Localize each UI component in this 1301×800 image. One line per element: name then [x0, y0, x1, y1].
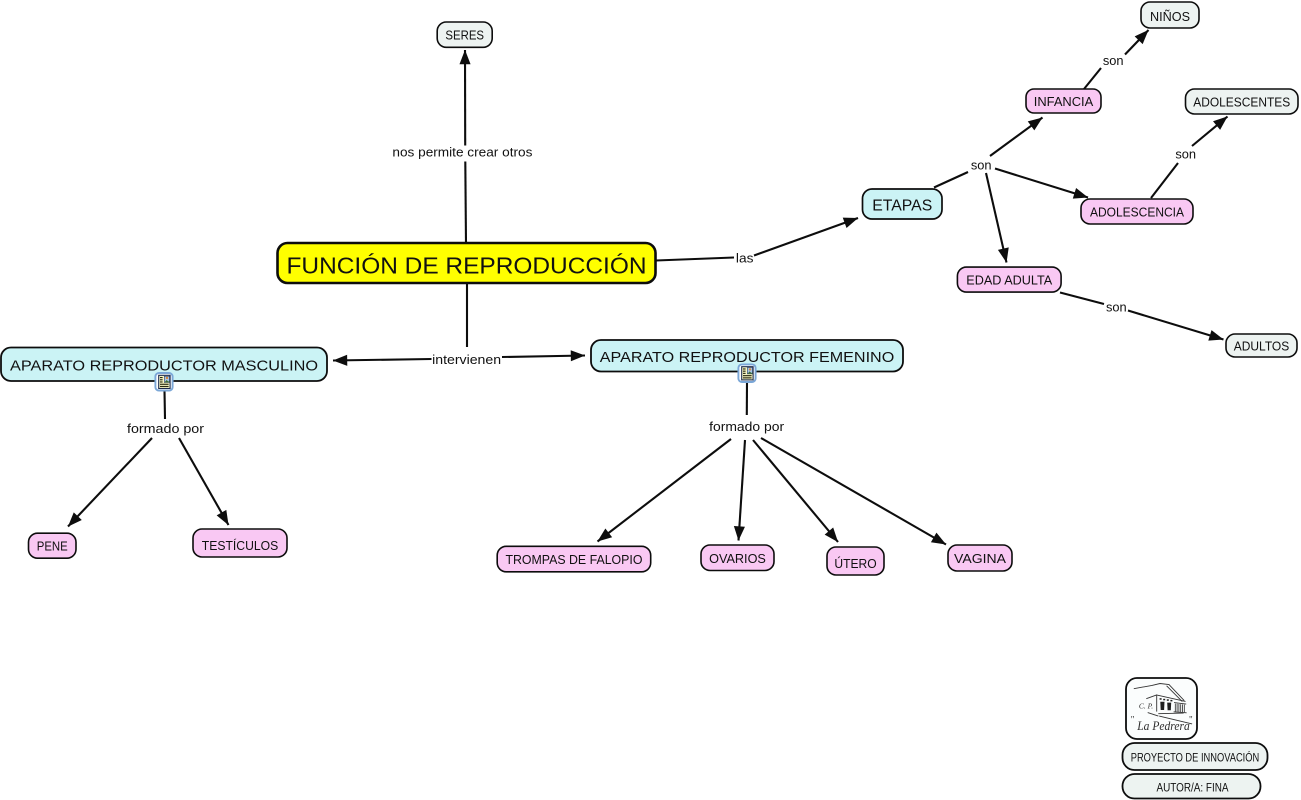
- svg-text:OVARIOS: OVARIOS: [709, 551, 766, 566]
- svg-text:son: son: [1103, 53, 1124, 68]
- svg-text:formado por: formado por: [709, 419, 785, 434]
- svg-text:La Pedrera: La Pedrera: [1136, 718, 1190, 733]
- svg-text:NIÑOS: NIÑOS: [1150, 9, 1190, 24]
- svg-text:formado por: formado por: [127, 421, 205, 436]
- svg-text:ÚTERO: ÚTERO: [834, 556, 876, 571]
- svg-text:APARATO REPRODUCTOR MASCULINO: APARATO REPRODUCTOR MASCULINO: [10, 357, 318, 374]
- svg-text:SERES: SERES: [445, 28, 484, 43]
- svg-text:INFANCIA: INFANCIA: [1034, 94, 1094, 109]
- svg-text:ADULTOS: ADULTOS: [1234, 339, 1290, 353]
- svg-text:PENE: PENE: [37, 540, 68, 554]
- svg-text:intervienen: intervienen: [432, 352, 501, 367]
- svg-text:son: son: [1106, 300, 1127, 315]
- svg-text:AUTOR/A: FINA: AUTOR/A: FINA: [1157, 781, 1230, 795]
- svg-text:TESTÍCULOS: TESTÍCULOS: [202, 538, 279, 553]
- svg-text:TROMPAS DE FALOPIO: TROMPAS DE FALOPIO: [505, 552, 642, 567]
- svg-text:APARATO REPRODUCTOR FEMENINO: APARATO REPRODUCTOR FEMENINO: [600, 349, 895, 366]
- svg-text:ETAPAS: ETAPAS: [872, 198, 932, 215]
- svg-text:": ": [1131, 715, 1135, 725]
- svg-text:son: son: [971, 158, 992, 173]
- svg-text:ADOLESCENCIA: ADOLESCENCIA: [1090, 205, 1184, 220]
- svg-text:ADOLESCENTES: ADOLESCENTES: [1193, 94, 1290, 109]
- svg-text:": ": [1189, 715, 1193, 725]
- svg-text:las: las: [736, 251, 754, 266]
- svg-text:EDAD ADULTA: EDAD ADULTA: [966, 273, 1053, 287]
- svg-text:nos permite crear otros: nos permite crear otros: [392, 145, 532, 160]
- svg-text:VAGINA: VAGINA: [954, 551, 1006, 566]
- svg-text:FUNCIÓN DE REPRODUCCIÓN: FUNCIÓN DE REPRODUCCIÓN: [287, 252, 647, 278]
- svg-text:son: son: [1175, 147, 1196, 162]
- svg-text:C. P.: C. P.: [1139, 702, 1153, 711]
- svg-text:PROYECTO DE INNOVACIÓN: PROYECTO DE INNOVACIÓN: [1131, 750, 1260, 765]
